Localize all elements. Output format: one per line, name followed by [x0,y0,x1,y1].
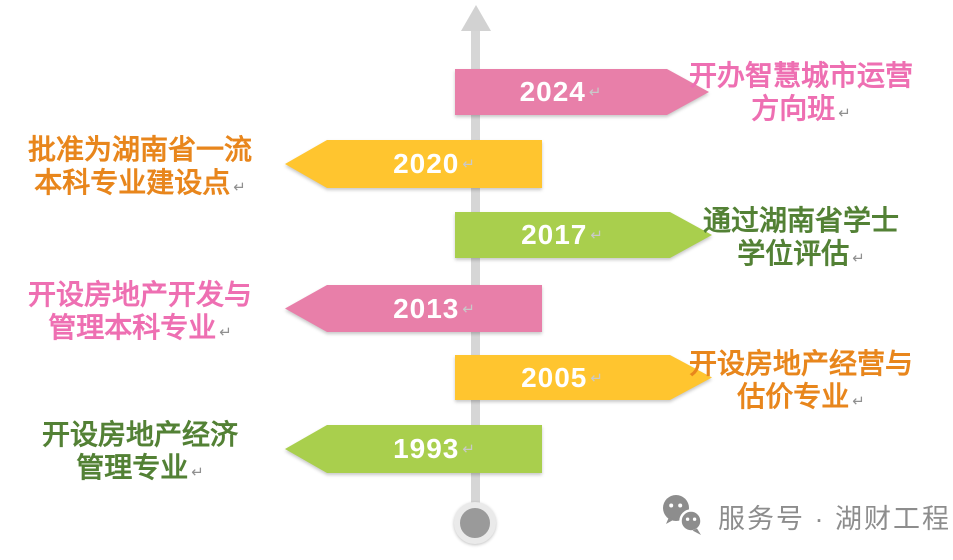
paragraph-mark-icon: ↵ [233,178,246,196]
milestone-label-line1: 开设房地产经济 [41,418,238,450]
milestone-label-2024: 开办智慧城市运营 方向班↵ [688,59,914,126]
milestone-label-line1: 开设房地产经营与 [688,347,913,379]
milestone-label-line2: 管理专业↵ [76,451,204,483]
year-label: 2024 [519,76,586,107]
milestone-label-2020: 批准为湖南省一流 本科专业建设点↵ [16,133,264,200]
milestone-label-line2: 管理本科专业↵ [48,311,232,343]
milestone-label-line2: 本科专业建设点↵ [34,166,246,198]
paragraph-mark-icon: ↵ [838,104,851,122]
milestone-label-line1: 批准为湖南省一流 [27,133,252,165]
milestone-label-1993: 开设房地产经济 管理专业↵ [16,418,264,485]
wechat-icon [663,495,703,535]
year-label: 2017 [521,219,588,250]
paragraph-mark-icon: ↵ [191,463,204,481]
milestone-label-2005: 开设房地产经营与 估价专业↵ [688,347,914,414]
year-banner-2024: 2024↵ [455,69,667,115]
footer-account-text: 服务号 · 湖财工程 [718,503,951,534]
paragraph-mark-icon: ↵ [852,392,865,410]
year-label: 2013 [393,292,460,324]
year-label: 2020 [393,148,460,179]
timeline-axis-endpoint [454,502,496,544]
milestone-label-line2: 估价专业↵ [737,380,865,412]
year-banner-1993: 1993↵ [285,425,542,473]
milestone-label-line1: 通过湖南省学士 [702,204,899,236]
paragraph-mark-icon: ↵ [852,249,865,267]
year-banner-2020: 2020↵ [285,140,542,188]
year-label: 1993 [393,433,460,464]
year-banner-2013: 2013↵ [285,285,542,332]
footer: 服务号 · 湖财工程 [660,494,951,538]
year-label: 2005 [521,361,588,393]
milestone-label-line1: 开办智慧城市运营 [688,59,913,91]
milestone-label-line2: 方向班↵ [751,92,851,124]
year-banner-2017: 2017↵ [455,212,670,258]
year-banner-2005: 2005↵ [455,355,670,400]
milestone-label-2013: 开设房地产开发与 管理本科专业↵ [16,278,264,345]
paragraph-mark-icon: ↵ [588,84,603,101]
milestone-label-line1: 开设房地产开发与 [27,278,252,310]
paragraph-mark-icon: ↵ [462,300,476,318]
paragraph-mark-icon: ↵ [462,441,476,458]
milestone-label-line2: 学位评估↵ [737,237,865,269]
paragraph-mark-icon: ↵ [590,369,604,387]
paragraph-mark-icon: ↵ [462,156,476,173]
milestone-label-2017: 通过湖南省学士 学位评估↵ [688,204,914,271]
timeline-axis-arrowhead-icon [461,5,491,31]
timeline-axis-line [471,24,480,508]
paragraph-mark-icon: ↵ [219,323,232,341]
paragraph-mark-icon: ↵ [590,227,604,244]
